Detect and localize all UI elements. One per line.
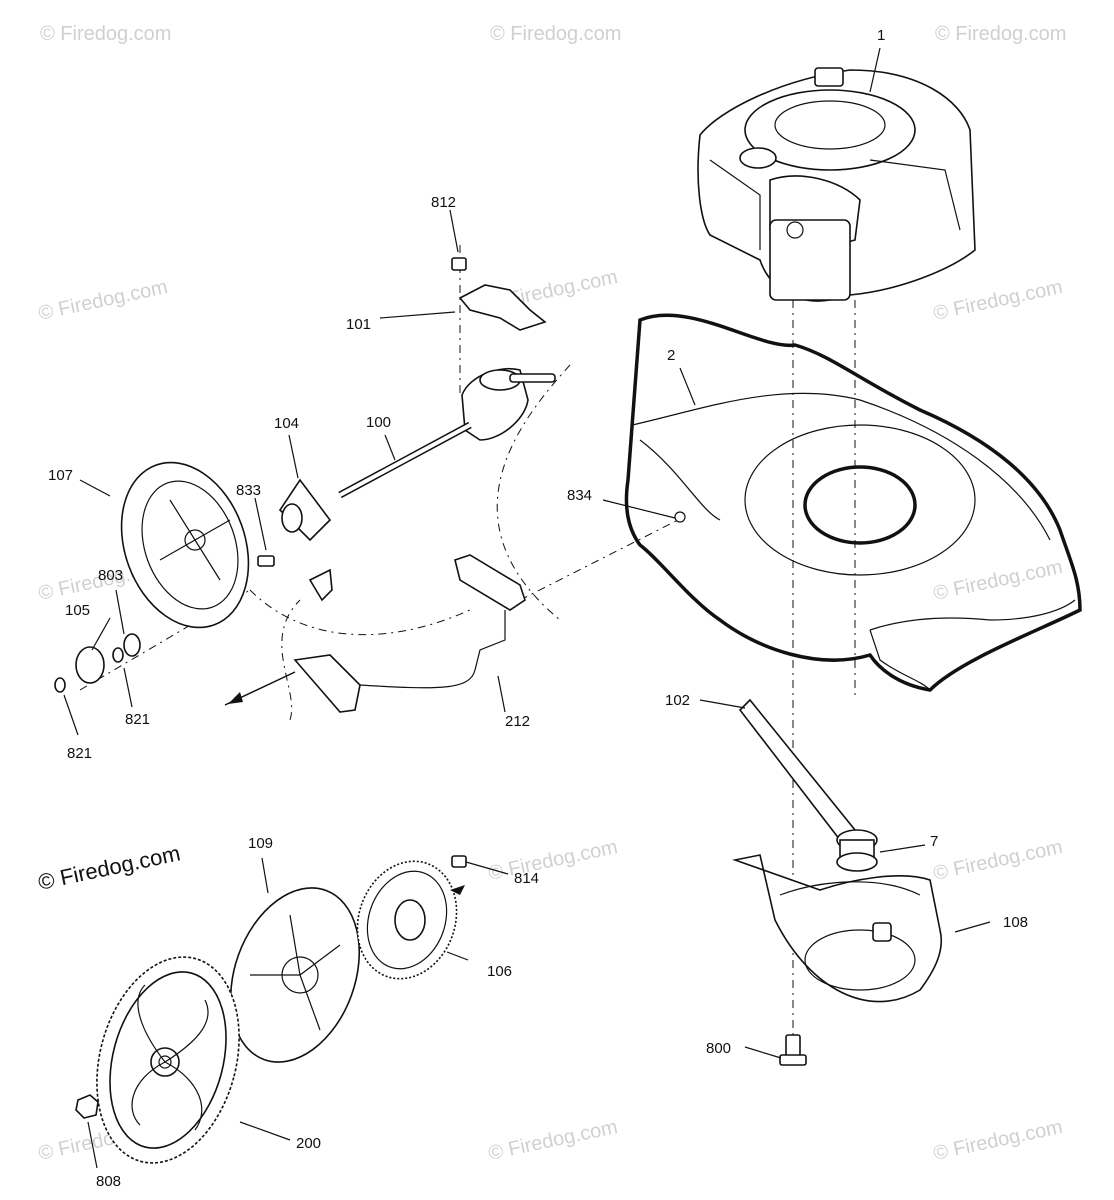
deck-part: [624, 313, 1082, 692]
bolt-833: [257, 555, 275, 567]
callout-800: 800: [706, 1040, 731, 1057]
watermark: © Firedog.com: [931, 1116, 1064, 1165]
watermark: © Firedog.com: [931, 836, 1064, 885]
callout-834: 834: [567, 487, 592, 504]
callout-7: 7: [930, 833, 938, 850]
callout-200: 200: [296, 1135, 321, 1152]
callout-labels: 1 2 7 100 101 102 104 105 106 107 108 10…: [48, 27, 1028, 1190]
wheel-cover-107: [120, 461, 250, 629]
nut-808: [75, 1094, 99, 1119]
wheel-200: [96, 956, 240, 1164]
watermark: © Firedog.com: [40, 23, 171, 45]
watermark: © Firedog.com: [36, 276, 169, 325]
callout-107: 107: [48, 467, 73, 484]
callout-102: 102: [665, 692, 690, 709]
watermark: © Firedog.com: [486, 1116, 619, 1165]
callout-1: 1: [877, 27, 885, 44]
drive-shaft-part: [338, 421, 472, 499]
screw-812: [451, 257, 467, 271]
callout-212: 212: [505, 713, 530, 730]
shaft-bearing-part: [278, 478, 332, 542]
callout-814: 814: [514, 870, 539, 887]
assembly-lines: [79, 245, 856, 1071]
blade-102: [738, 698, 857, 842]
callout-108: 108: [1003, 914, 1028, 931]
height-adjust-bracket-212: [224, 554, 526, 713]
callout-104: 104: [274, 415, 299, 432]
engine-part: [697, 67, 976, 302]
callout-100: 100: [366, 414, 391, 431]
hubcap-109: [229, 887, 361, 1063]
callout-2: 2: [667, 347, 675, 364]
callout-821-inner: 821: [125, 711, 150, 728]
callout-833: 833: [236, 482, 261, 499]
callout-812: 812: [431, 194, 456, 211]
watermark: © Firedog.com: [935, 23, 1066, 45]
blade-adapter-7: [836, 829, 878, 872]
callout-105: 105: [65, 602, 90, 619]
transmission-part: [461, 368, 556, 441]
watermark: © Firedog.com: [931, 276, 1064, 325]
watermark: © Firedog.com: [486, 836, 619, 885]
drive-gear-106: [356, 860, 458, 980]
leader-lines: [63, 47, 991, 1169]
cover-bracket-101: [458, 284, 547, 331]
callout-803: 803: [98, 567, 123, 584]
pinion-gear-105: [54, 633, 141, 693]
discharge-shroud-108: [731, 854, 943, 1003]
blade-bolt-800: [779, 1034, 807, 1066]
screw-814: [450, 855, 467, 895]
callout-109: 109: [248, 835, 273, 852]
brand-text: © Firedog.com: [36, 840, 183, 895]
callout-106: 106: [487, 963, 512, 980]
callout-821-outer: 821: [67, 745, 92, 762]
callout-101: 101: [346, 316, 371, 333]
watermark: © Firedog.com: [931, 556, 1064, 605]
callout-808: 808: [96, 1173, 121, 1190]
watermark: © Firedog.com: [490, 23, 621, 45]
